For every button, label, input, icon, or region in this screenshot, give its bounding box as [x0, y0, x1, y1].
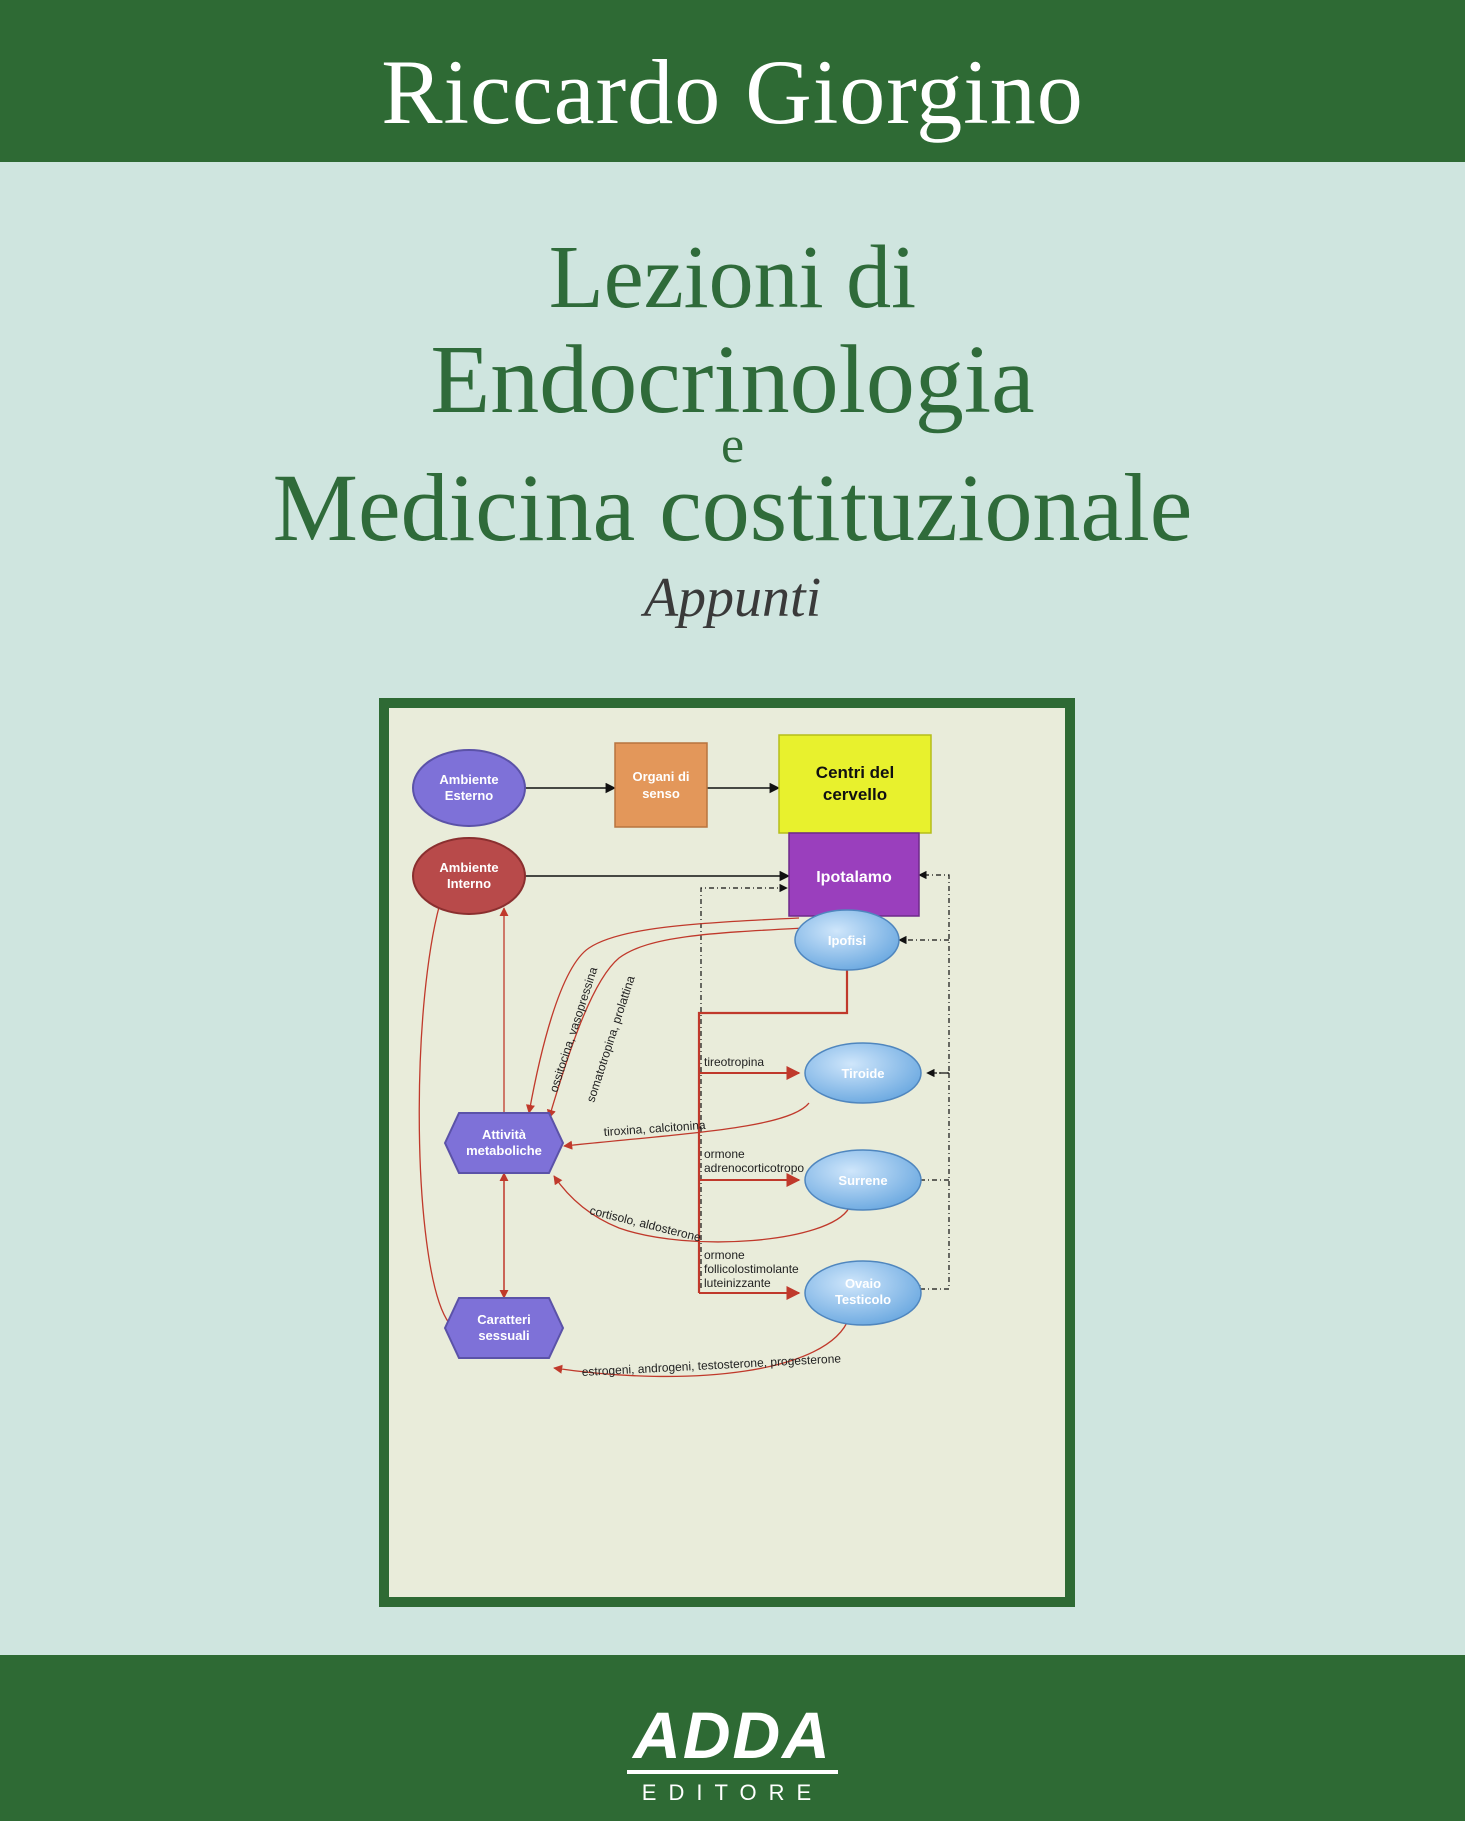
- title-line-1: Lezioni di: [548, 228, 917, 327]
- trunk-ipofisi: [697, 966, 849, 1293]
- node-surrene-label: Surrene: [838, 1173, 887, 1188]
- arrow-estrogeni: [553, 1317, 850, 1378]
- feedback-ovaio: [912, 1073, 950, 1294]
- node-caratteri-sessuali: [443, 1297, 565, 1359]
- arrow-somatotropina: [546, 927, 805, 1119]
- title-conjunction: e: [720, 417, 745, 474]
- author-name: Riccardo Giorgino: [381, 41, 1084, 143]
- node-centri-line2: cervello: [823, 785, 887, 804]
- node-organi-line2: senso: [642, 786, 680, 801]
- node-ambiente-esterno: [412, 749, 526, 827]
- node-organi-line1: Organi di: [632, 769, 689, 784]
- node-ambiente-interno: [412, 837, 526, 915]
- node-ovaio-testicolo: [804, 1260, 922, 1326]
- arrow-tiroxina: [563, 1102, 810, 1150]
- node-tiroide: [804, 1042, 922, 1104]
- node-ovaio-line2: Testicolo: [835, 1292, 891, 1307]
- node-organi-di-senso: [614, 742, 708, 828]
- publisher-logo-sub: EDITORE: [641, 1780, 824, 1805]
- node-centri-line1: Centri del: [816, 763, 894, 782]
- node-ipotalamo-label: Ipotalamo: [816, 869, 892, 886]
- node-caratteri-line2: sessuali: [478, 1328, 529, 1343]
- node-ipofisi: [794, 909, 900, 971]
- node-tiroide-label: Tiroide: [841, 1066, 884, 1081]
- title-line-3: Medicina costituzionale: [272, 454, 1193, 561]
- publisher-logo: ADDA EDITORE: [0, 1702, 1465, 1806]
- node-ambiente-esterno-line1: Ambiente: [439, 772, 498, 787]
- node-ambiente-interno-line1: Ambiente: [439, 860, 498, 875]
- subtitle: Appunti: [643, 567, 822, 629]
- node-ipotalamo: [788, 832, 920, 917]
- arrow-ossitocina: [525, 917, 800, 1114]
- diagram-svg: Ambiente Esterno Organi di senso Centri …: [412, 734, 950, 1379]
- title-line-2: Endocrinologia: [430, 326, 1035, 434]
- top-band: Riccardo Giorgino: [0, 0, 1465, 162]
- node-ipofisi-label: Ipofisi: [828, 933, 866, 948]
- node-attivita-line2: metaboliche: [466, 1143, 542, 1158]
- label-acth-line2: adrenocorticotropo: [704, 1161, 804, 1175]
- node-attivita-metaboliche: [443, 1112, 565, 1174]
- label-tireotropina: tireotropina: [704, 1055, 764, 1069]
- node-ambiente-esterno-line2: Esterno: [445, 788, 493, 803]
- label-acth-line1: ormone: [704, 1147, 745, 1161]
- feedback-left: [700, 883, 788, 1288]
- publisher-logo-mark: ADDA: [627, 1702, 838, 1774]
- label-fsh-line2: follicolostimolante: [704, 1262, 799, 1276]
- endocrine-diagram: Ambiente Esterno Organi di senso Centri …: [379, 698, 1075, 1607]
- node-caratteri-line1: Caratteri: [477, 1312, 530, 1327]
- bottom-band: [0, 1655, 1465, 1821]
- node-centri-del-cervello: [778, 734, 932, 834]
- feedback-tiroide: [918, 870, 950, 1074]
- label-fsh-line3: luteinizzante: [704, 1276, 771, 1290]
- label-tiroxina: tiroxina, calcitonina: [603, 1118, 706, 1139]
- node-attivita-line1: Attività: [482, 1127, 527, 1142]
- arrow-caratteri-interno: [418, 872, 452, 1324]
- node-surrene: [804, 1149, 922, 1211]
- node-ovaio-line1: Ovaio: [845, 1276, 881, 1291]
- label-fsh-line1: ormone: [704, 1248, 745, 1262]
- node-ambiente-interno-line2: Interno: [447, 876, 491, 891]
- label-cortisolo: cortisolo, aldosterone: [588, 1203, 702, 1244]
- arrow-cortisolo: [553, 1175, 850, 1243]
